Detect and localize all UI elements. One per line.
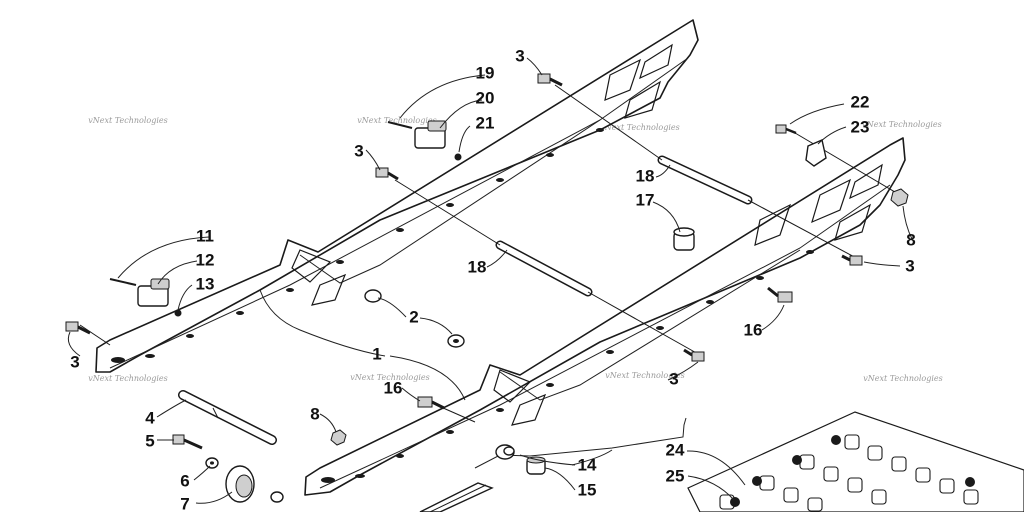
callout-21: 21 [476, 113, 495, 132]
callout-24: 24 [666, 440, 685, 459]
pin [387, 121, 413, 129]
bumper-block [414, 120, 447, 149]
watermark: vNext Technologies [605, 371, 684, 380]
assembly-lines [79, 84, 901, 423]
watermark: vNext Technologies [357, 116, 436, 125]
callout-3: 3 [905, 256, 914, 275]
callout-18: 18 [468, 257, 487, 276]
mount-bracket [805, 139, 827, 167]
nut [330, 429, 347, 446]
wear-strip [419, 482, 494, 512]
callout-12: 12 [196, 250, 215, 269]
callout-16: 16 [384, 378, 403, 397]
watermark: vNext Technologies [863, 374, 942, 383]
bolt [537, 73, 563, 87]
watermark: vNext Technologies [862, 120, 941, 129]
callout-3: 3 [515, 46, 524, 65]
callout-6: 6 [180, 471, 189, 490]
leader-lines [67, 57, 913, 504]
callout-11: 11 [196, 226, 214, 245]
bolt [841, 254, 863, 266]
callout-3: 3 [70, 352, 79, 371]
bolt [172, 434, 203, 450]
callout-8: 8 [906, 230, 915, 249]
washer [270, 491, 284, 503]
callout-22: 22 [851, 92, 870, 111]
axle [178, 390, 277, 445]
watermark: vNext Technologies [88, 374, 167, 383]
watermark: vNext Technologies [88, 116, 167, 125]
bolt [65, 321, 91, 335]
nut [454, 153, 462, 161]
bolt [775, 124, 797, 135]
stopper [526, 456, 546, 475]
callout-16: 16 [744, 320, 763, 339]
callout-25: 25 [666, 466, 685, 485]
watermark: vNext Technologies [600, 123, 679, 132]
callout-1: 1 [372, 344, 381, 363]
cross-shaft-lower [495, 240, 593, 297]
torsion-spring [474, 417, 687, 469]
callout-8: 8 [310, 404, 319, 423]
callout-18: 18 [636, 166, 655, 185]
bolt [375, 167, 399, 181]
callout-7: 7 [180, 494, 189, 512]
callout-19: 19 [476, 63, 495, 82]
callout-17: 17 [636, 190, 655, 209]
flange-bolt [417, 396, 445, 410]
bolt [683, 348, 705, 362]
pin [109, 278, 137, 286]
callout-14: 14 [578, 455, 597, 474]
callout-3: 3 [669, 369, 678, 388]
track-section [687, 411, 1024, 512]
callout-3: 3 [354, 141, 363, 160]
flange-bolt [767, 286, 793, 303]
callout-13: 13 [196, 274, 215, 293]
cross-shaft-upper [657, 155, 753, 205]
callout-5: 5 [145, 431, 154, 450]
callouts: 1 2 3 3 3 3 3 4 5 6 7 8 8 11 12 13 14 15… [70, 46, 915, 512]
nut [174, 309, 182, 317]
bumper-block [137, 278, 170, 307]
bushing [673, 227, 695, 251]
callout-2: 2 [409, 307, 418, 326]
callout-20: 20 [476, 88, 495, 107]
nut [890, 188, 909, 207]
washer [364, 289, 382, 303]
idler-wheel [225, 465, 255, 503]
watermarks: vNext Technologies vNext Technologies vN… [88, 116, 942, 383]
callout-15: 15 [578, 480, 597, 499]
watermark: vNext Technologies [350, 373, 429, 382]
callout-4: 4 [145, 408, 155, 427]
callout-23: 23 [851, 117, 870, 136]
left-slide-rail [95, 19, 699, 373]
